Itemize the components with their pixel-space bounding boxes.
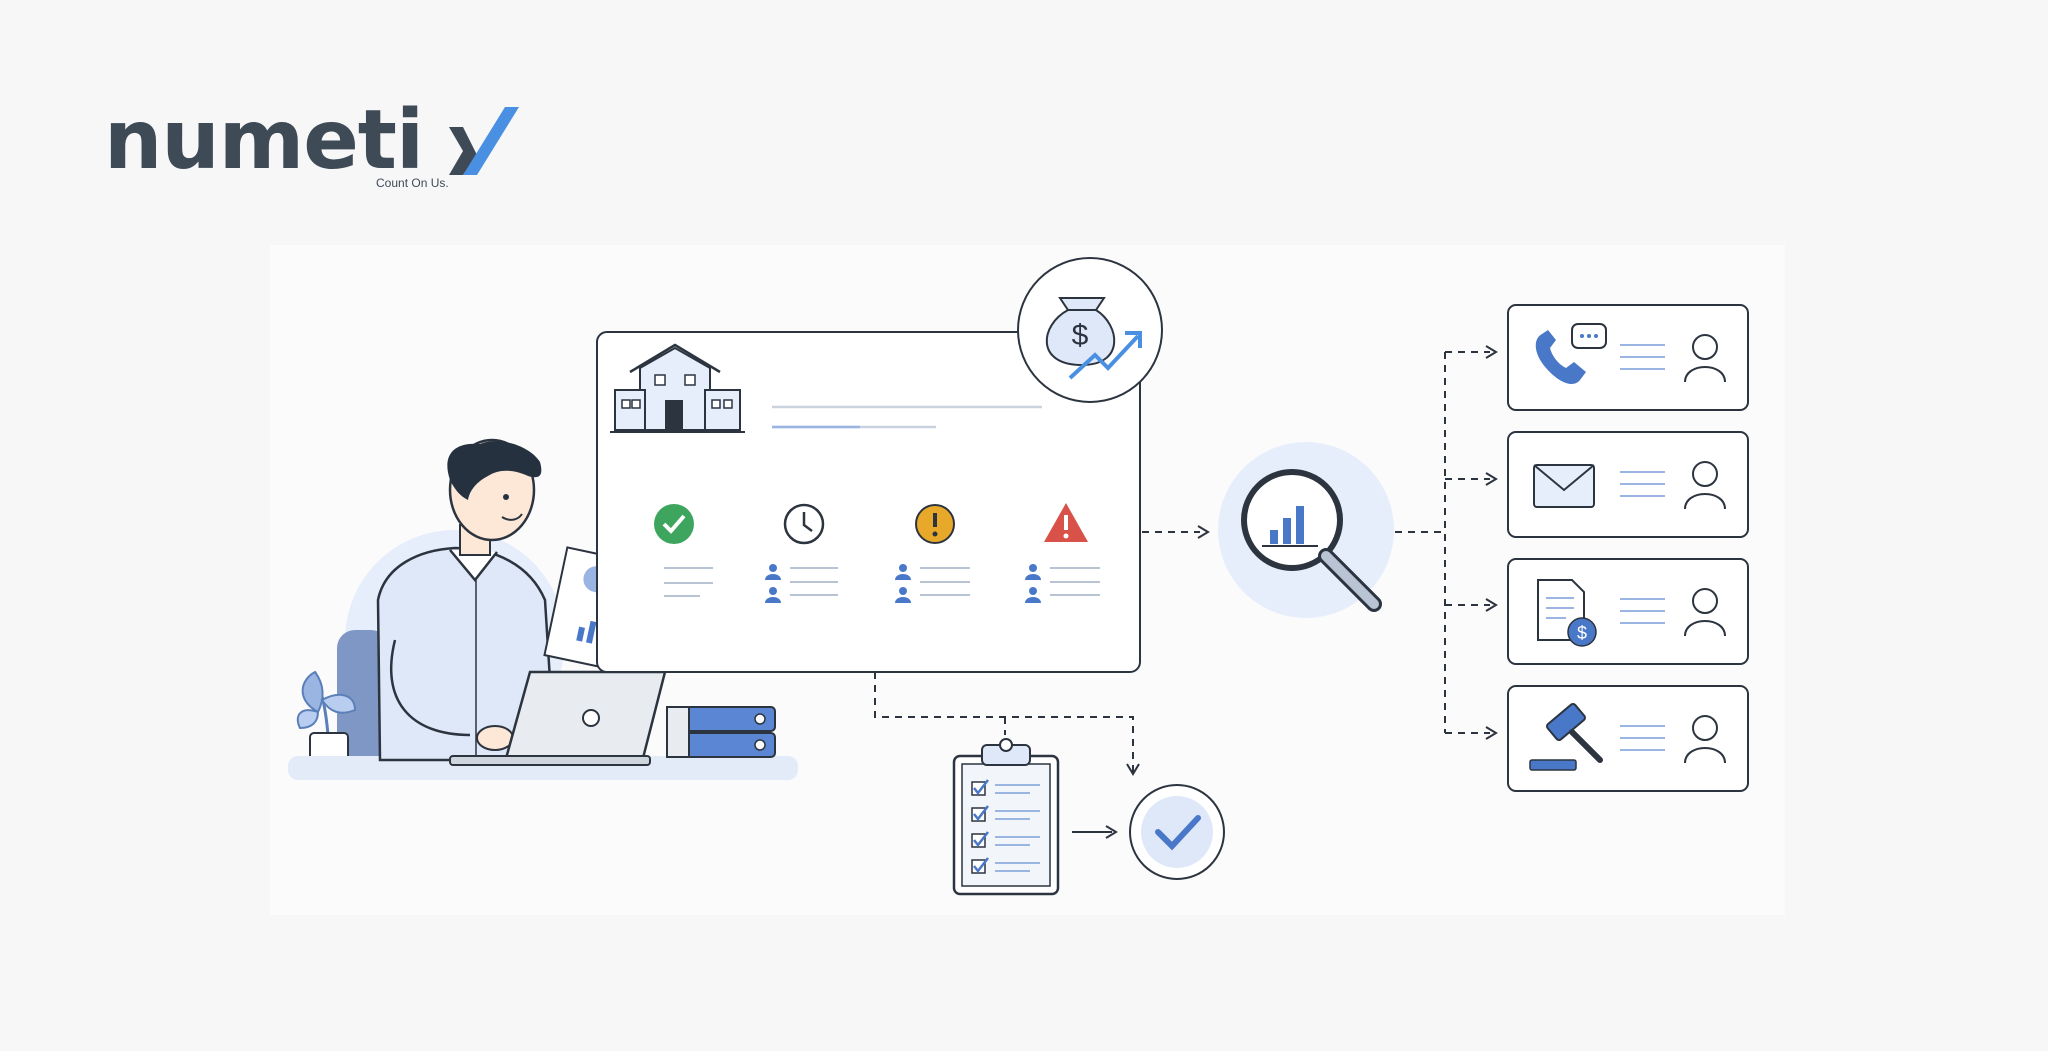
aging-bucket-range: 0-30 (651, 469, 697, 494)
channel-card-invoice: $ (1507, 558, 1749, 665)
svg-text:$: $ (1072, 319, 1089, 352)
aging-bucket-card: 90+ $$$$ (1006, 460, 1124, 655)
svg-text:$: $ (1577, 623, 1587, 643)
channel-card-phone (1507, 304, 1749, 411)
aging-bucket-amount: $ (667, 620, 681, 645)
aging-bucket-range: 90+ (1046, 469, 1084, 494)
analytics-magnifier-icon (1218, 442, 1394, 618)
logo: numeti Count On Us. (104, 93, 519, 195)
checklist-clipboard-icon (952, 738, 1060, 896)
channel-card-email (1507, 431, 1749, 538)
aging-bucket-amount: $$ (790, 620, 818, 645)
aging-bucket-amount: $$$$ (1038, 620, 1092, 645)
building-icon (610, 343, 745, 433)
binders-icon (666, 706, 776, 758)
aging-bucket-range: 31-60 (775, 469, 833, 494)
aging-bucket-card: 0-30 $ (615, 460, 733, 655)
collection-channels: $ (1507, 304, 1749, 792)
logo-wordmark: numeti (104, 93, 424, 188)
plant-icon (296, 670, 357, 770)
aging-bucket-amount: $$$ (915, 620, 955, 645)
channel-card-legal (1507, 685, 1749, 792)
aging-bucket-card: 61-90 $$$ (876, 460, 994, 655)
approved-check-icon (1129, 784, 1225, 880)
aging-bucket-range: 61-90 (906, 469, 964, 494)
laptop-icon (449, 670, 667, 766)
aging-bucket-card: 31-60 $$ (745, 460, 863, 655)
logo-tagline: Count On Us. (376, 176, 449, 190)
logo-check-icon (449, 107, 519, 175)
money-bag-growth-icon: $ (1017, 257, 1163, 403)
